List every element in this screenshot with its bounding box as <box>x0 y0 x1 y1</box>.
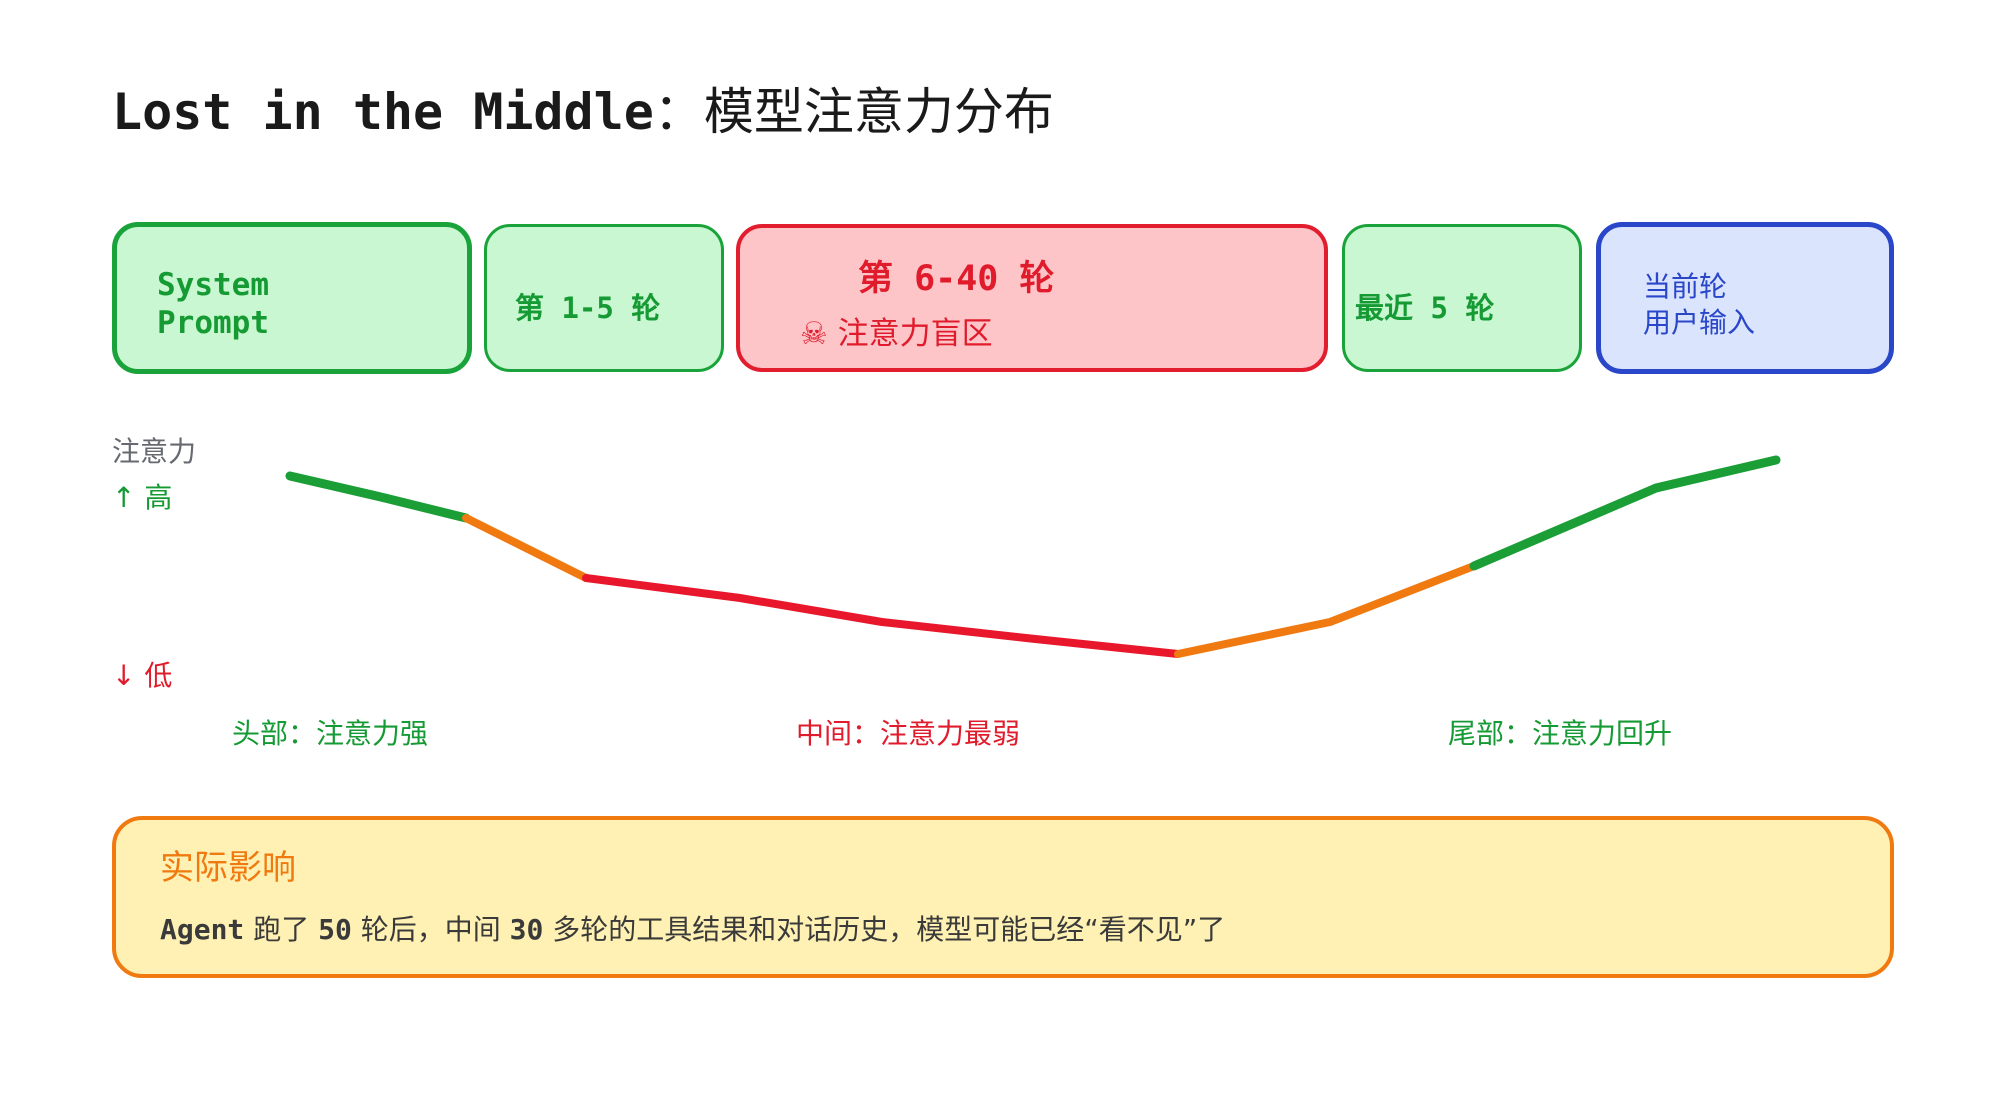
segment-current-turn-line1: 当前轮 <box>1643 270 1728 303</box>
segment-system-prompt-line2: Prompt <box>157 305 269 341</box>
attention-axis-label: 注意力 <box>112 435 197 468</box>
curve-middle-weak <box>582 574 1182 658</box>
impact-body: Agent 跑了 50 轮后，中间 30 多轮的工具结果和对话历史，模型可能已经… <box>160 913 1226 946</box>
attention-high-label: ↑ 高 <box>112 481 173 514</box>
impact-callout: 实际影响 Agent 跑了 50 轮后，中间 30 多轮的工具结果和对话历史，模… <box>112 816 1894 978</box>
segment-current-turn: 当前轮 用户输入 <box>1596 222 1894 374</box>
segment-recent-5-label: 最近 5 轮 <box>1355 291 1495 325</box>
page-title: Lost in the Middle：模型注意力分布 <box>112 83 1054 141</box>
curve-head-strong <box>285 471 471 523</box>
region-tail-label: 尾部：注意力回升 <box>1448 717 1673 750</box>
curve-tail-rising <box>1174 562 1478 658</box>
segment-turns-6-40: 第 6-40 轮 ☠ 注意力盲区 <box>736 224 1328 372</box>
attention-low-label: ↓ 低 <box>112 659 173 692</box>
curve-tail-strong <box>1469 455 1781 571</box>
curve-head-falling <box>462 514 590 582</box>
region-head-label: 头部：注意力强 <box>232 717 429 750</box>
segment-turns-1-5: 第 1-5 轮 <box>484 224 724 372</box>
segment-turns-6-40-label: 第 6-40 轮 <box>858 259 1055 299</box>
segment-recent-5: 最近 5 轮 <box>1342 224 1582 372</box>
segment-turns-1-5-label: 第 1-5 轮 <box>515 291 661 325</box>
segment-system-prompt-line1: System <box>157 267 269 303</box>
region-middle-label: 中间：注意力最弱 <box>796 717 1021 750</box>
impact-title: 实际影响 <box>160 848 296 888</box>
segment-system-prompt: System Prompt <box>112 222 472 374</box>
attention-blind-spot-warning: ☠ 注意力盲区 <box>800 316 993 352</box>
segment-current-turn-line2: 用户输入 <box>1643 306 1756 339</box>
